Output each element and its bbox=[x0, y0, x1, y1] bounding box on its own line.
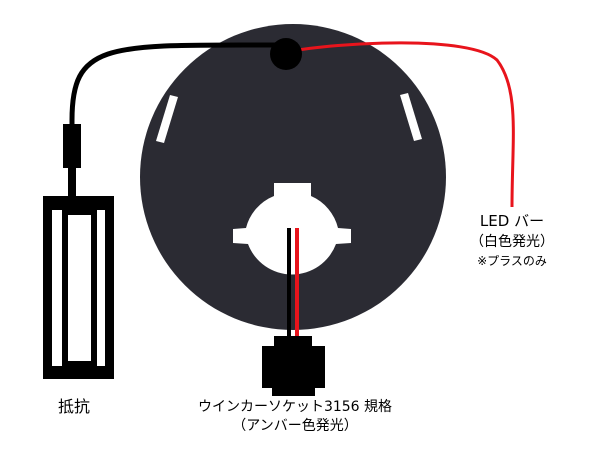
socket-connector bbox=[262, 336, 325, 396]
resistor bbox=[43, 124, 114, 379]
wire-junction bbox=[270, 38, 302, 70]
housing bbox=[140, 24, 446, 330]
mounting-slot-right bbox=[400, 93, 422, 141]
socket-color-label: （アンバー色発光） bbox=[232, 418, 358, 434]
resistor-label: 抵抗 bbox=[57, 397, 90, 416]
led-color-label: （白色発光） bbox=[470, 234, 554, 250]
led-note-label: ※プラスのみ bbox=[477, 254, 547, 268]
led-bar-label: LED バー bbox=[479, 212, 545, 230]
socket-opening bbox=[233, 183, 351, 275]
resistor-lead bbox=[68, 166, 76, 198]
connector-body bbox=[262, 346, 325, 388]
housing-disc bbox=[140, 24, 446, 330]
socket-label: ウインカーソケット3156 規格 bbox=[197, 399, 393, 415]
black-wire-to-resistor bbox=[69, 42, 287, 197]
resistor-element-inner bbox=[68, 215, 91, 361]
red-wire-led bbox=[285, 41, 515, 208]
resistor-lead-collar bbox=[63, 124, 81, 168]
connector-collar bbox=[274, 336, 312, 348]
connector-tail bbox=[272, 386, 315, 396]
mounting-slot-left bbox=[156, 95, 178, 143]
